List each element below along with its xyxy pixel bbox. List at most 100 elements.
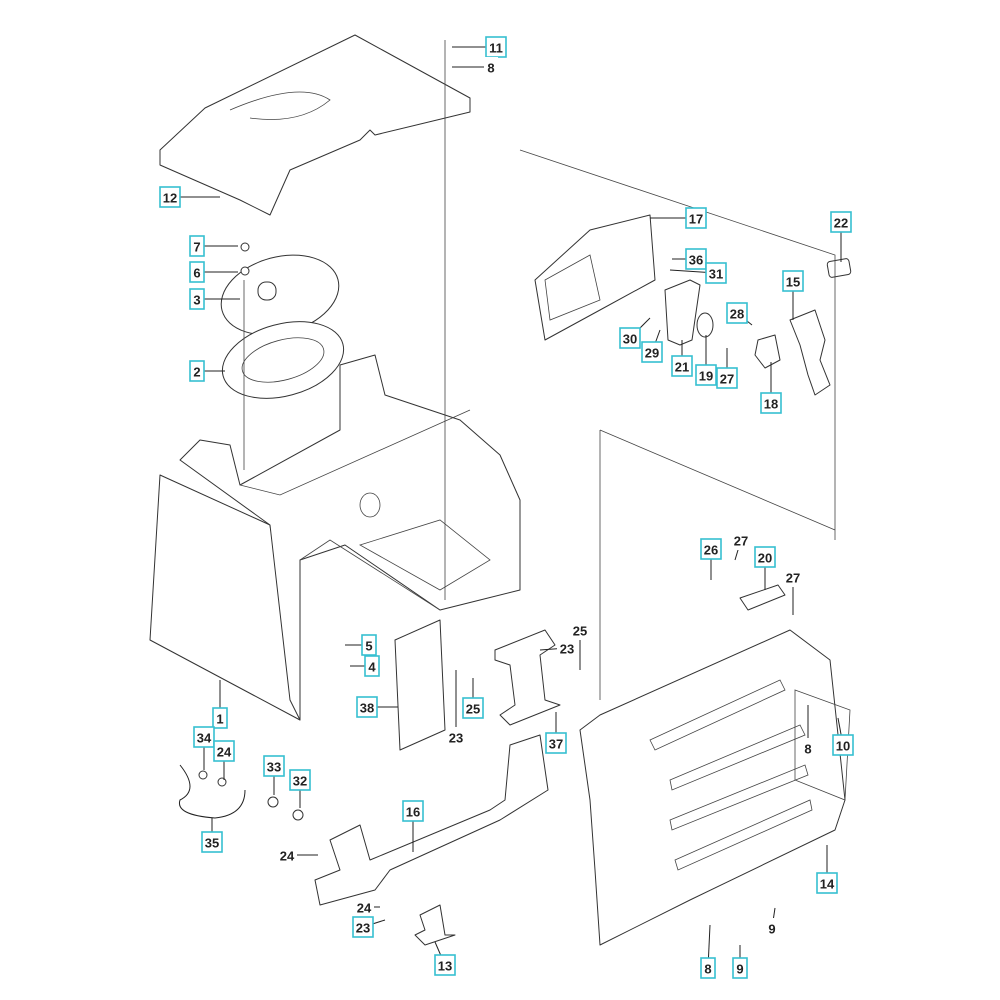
callout-31: 31 [705,262,727,284]
callout-14: 14 [816,872,838,894]
callout-6: 6 [189,261,205,283]
callout-26: 26 [700,538,722,560]
callout-box [760,392,782,414]
callout-number: 27 [734,534,748,549]
callout-number: 13 [438,959,452,974]
callout-number: 3 [193,293,200,308]
callout-box [352,916,374,938]
callout-number: 31 [709,267,723,282]
callout-box [695,364,717,386]
callout-8: 8 [700,957,716,979]
callout-number: 22 [834,216,848,231]
callout-23: 23 [352,916,374,938]
callout-33: 33 [263,755,285,777]
callout-number: 32 [293,774,307,789]
callout-30: 30 [619,327,641,349]
callout-number: 33 [267,760,281,775]
callout-32: 32 [289,769,311,791]
callout-9: 9 [732,957,748,979]
callout-number: 18 [764,397,778,412]
callout-box [570,620,590,640]
callout-number: 24 [217,745,232,760]
callout-box [263,755,285,777]
callout-10: 10 [832,734,854,756]
callout-number: 24 [357,901,372,916]
callout-number: 19 [699,369,713,384]
callout-box [801,738,815,758]
callout-box [685,207,707,229]
part-side-plate [394,619,446,751]
callout-box [189,360,205,382]
callout-25: 25 [462,697,484,719]
callout-4: 4 [364,655,380,677]
callout-24: 24 [213,740,235,762]
part-top-cover [159,34,471,216]
callout-number: 2 [193,365,200,380]
callout-number: 24 [280,849,295,864]
callout-number: 4 [368,660,376,675]
callout-28: 28 [726,302,748,324]
callout-number: 36 [689,253,703,268]
callout-box [277,845,297,865]
callout-number: 27 [786,571,800,586]
callout-number: 15 [786,275,800,290]
callout-box [732,957,748,979]
part-hinge [664,279,701,346]
callout-number: 14 [820,877,835,892]
callout-box [402,800,424,822]
callout-15: 15 [782,270,804,292]
callout-24: 24 [277,845,297,865]
callout-34: 34 [193,726,215,748]
callout-number: 20 [758,551,772,566]
callout-box [356,696,378,718]
callout-19: 19 [695,364,717,386]
callout-number: 6 [193,266,200,281]
callout-number: 9 [768,922,775,937]
callout-box [641,341,663,363]
callout-1: 1 [212,707,228,729]
part-small-bracket [414,904,456,946]
callout-7: 7 [189,235,205,257]
callout-27: 27 [731,530,751,550]
callout-22: 22 [830,211,852,233]
callout-box [700,957,716,979]
callout-37: 37 [545,732,567,754]
callout-box [726,302,748,324]
callout-9: 9 [765,918,779,938]
callout-number: 8 [704,962,711,977]
callout-box [754,546,776,568]
callout-box [189,261,205,283]
callout-number: 8 [487,61,494,76]
callout-number: 5 [365,639,372,654]
callout-29: 29 [641,341,663,363]
callout-27: 27 [716,367,738,389]
callout-number: 23 [449,731,463,746]
callout-8: 8 [801,738,815,758]
callout-box [685,248,707,270]
part-side-panel [579,629,846,946]
part-latch-plate [754,334,781,369]
callout-box [671,355,693,377]
callout-number: 37 [549,737,563,752]
callout-3: 3 [189,288,205,310]
callout-box [354,897,374,917]
callout-box [484,57,498,77]
callout-16: 16 [402,800,424,822]
callout-number: 16 [406,805,420,820]
callout-35: 35 [201,831,223,853]
callout-box [700,538,722,560]
callout-box [731,530,751,550]
callout-number: 34 [197,731,212,746]
callout-box [765,918,779,938]
callout-number: 35 [205,836,219,851]
callout-box [545,732,567,754]
callout-number: 10 [836,739,850,754]
callout-box [364,655,380,677]
callout-number: 27 [720,372,734,387]
callout-20: 20 [754,546,776,568]
part-padlock [826,258,852,278]
callout-box [446,727,466,747]
callout-number: 7 [193,240,200,255]
